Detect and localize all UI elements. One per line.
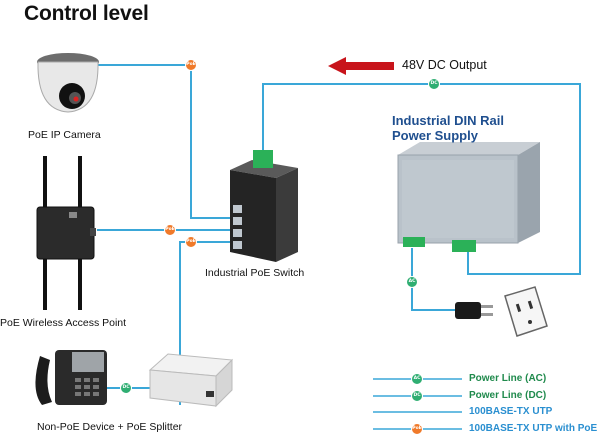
camera-cable	[96, 64, 235, 219]
wall-outlet-icon	[504, 286, 548, 337]
ac-badge: AC	[406, 276, 418, 288]
dc-output-cable	[262, 83, 581, 275]
dc-output-label: 48V DC Output	[402, 58, 487, 72]
poe-splitter-icon	[148, 353, 234, 408]
poe-switch-icon	[230, 150, 298, 262]
legend-poe-badge: PoE	[411, 423, 423, 435]
page-title: Control level	[24, 2, 149, 25]
legend-ac-label: Power Line (AC)	[469, 373, 547, 384]
dc-badge: DC	[428, 78, 440, 90]
power-supply-title-line1: Industrial DIN Rail	[392, 113, 504, 128]
legend-lines	[373, 378, 462, 430]
legend-dc-badge: DC	[411, 390, 423, 402]
poe-badge: PoE	[185, 59, 197, 71]
legend-utp-poe-label: 100BASE-TX UTP with PoE	[469, 423, 598, 434]
poe-badge: PoE	[164, 224, 176, 236]
camera-label: PoE IP Camera	[28, 129, 101, 141]
switch-label: Industrial PoE Switch	[205, 267, 305, 279]
power-supply-title-line2: Power Supply	[392, 128, 478, 143]
ac-plug-icon	[455, 302, 493, 319]
poe-badge: PoE	[185, 236, 197, 248]
power-supply-icon	[397, 142, 540, 252]
ac-power-cable	[411, 248, 455, 311]
dc-badge: DC	[120, 382, 132, 394]
power-supply-title: Industrial DIN Rail Power Supply	[392, 113, 504, 143]
access-point-label: PoE Wireless Access Point	[0, 317, 127, 329]
legend-ac-badge: AC	[411, 373, 423, 385]
ip-phone-icon	[35, 350, 107, 405]
dc-output-arrow	[328, 57, 394, 75]
camera-icon	[37, 53, 99, 113]
access-point-icon	[36, 156, 96, 310]
splitter-label: Non-PoE Device + PoE Splitter	[37, 421, 183, 433]
legend-utp-label: 100BASE-TX UTP	[469, 406, 553, 417]
legend-dc-label: Power Line (DC)	[469, 390, 547, 401]
splitter-cable	[179, 241, 235, 405]
